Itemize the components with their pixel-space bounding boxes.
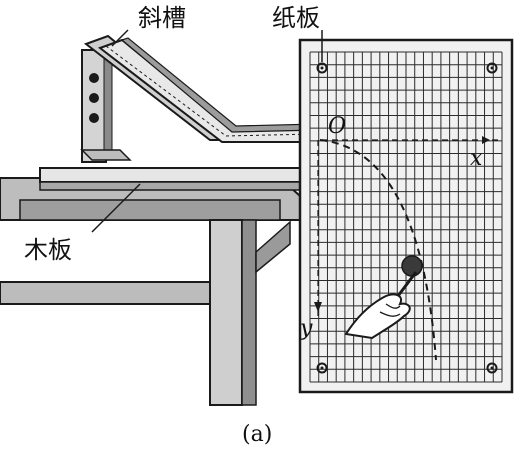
x-axis-label: x	[470, 146, 483, 171]
pin-bottom-right-dot	[490, 366, 494, 370]
table	[0, 177, 301, 406]
y-axis-arrow	[314, 302, 322, 312]
table-edge	[19, 199, 281, 221]
pin-top-right-dot	[490, 66, 494, 70]
x-axis-arrow	[482, 136, 490, 144]
figure-caption: (a)	[242, 422, 273, 447]
stand-hole	[89, 73, 99, 83]
chute-stand	[80, 49, 132, 163]
y-axis-label: y	[300, 316, 313, 341]
pin-bottom-right	[486, 362, 498, 374]
stand-base	[80, 149, 132, 161]
pin-top-right	[486, 62, 498, 74]
wood-board-label: 木板	[24, 236, 72, 264]
trajectory-curve	[319, 139, 437, 361]
ball	[401, 255, 423, 277]
chute	[83, 34, 319, 143]
leader-lines	[91, 29, 323, 233]
pin-top-left-dot	[320, 66, 324, 70]
table-leg	[209, 219, 243, 406]
pin-top-left	[316, 62, 328, 74]
stand-post-side	[103, 54, 113, 161]
hand-finger-line	[385, 303, 401, 309]
stand-hole	[89, 113, 99, 123]
wood-board-leader-line	[91, 183, 141, 233]
stand-post	[81, 49, 107, 163]
pin-bottom-left	[316, 362, 328, 374]
hand-finger-line	[379, 311, 401, 317]
stand-hole	[89, 93, 99, 103]
table-crossbar	[0, 281, 211, 305]
ball-and-hand	[344, 255, 423, 340]
hand	[344, 293, 411, 340]
wood-board-edge	[39, 181, 301, 191]
paper-board-label: 纸板	[272, 4, 320, 32]
coordinate-system	[314, 136, 500, 361]
pencil	[396, 271, 418, 297]
table-brace	[255, 220, 291, 274]
pin-bottom-left-dot	[320, 366, 324, 370]
table-leg-side	[241, 219, 257, 406]
origin-label: O	[328, 114, 347, 139]
chute-label: 斜槽	[138, 4, 186, 32]
chute-groove-line	[105, 45, 227, 137]
chute-leader-line	[111, 29, 129, 47]
